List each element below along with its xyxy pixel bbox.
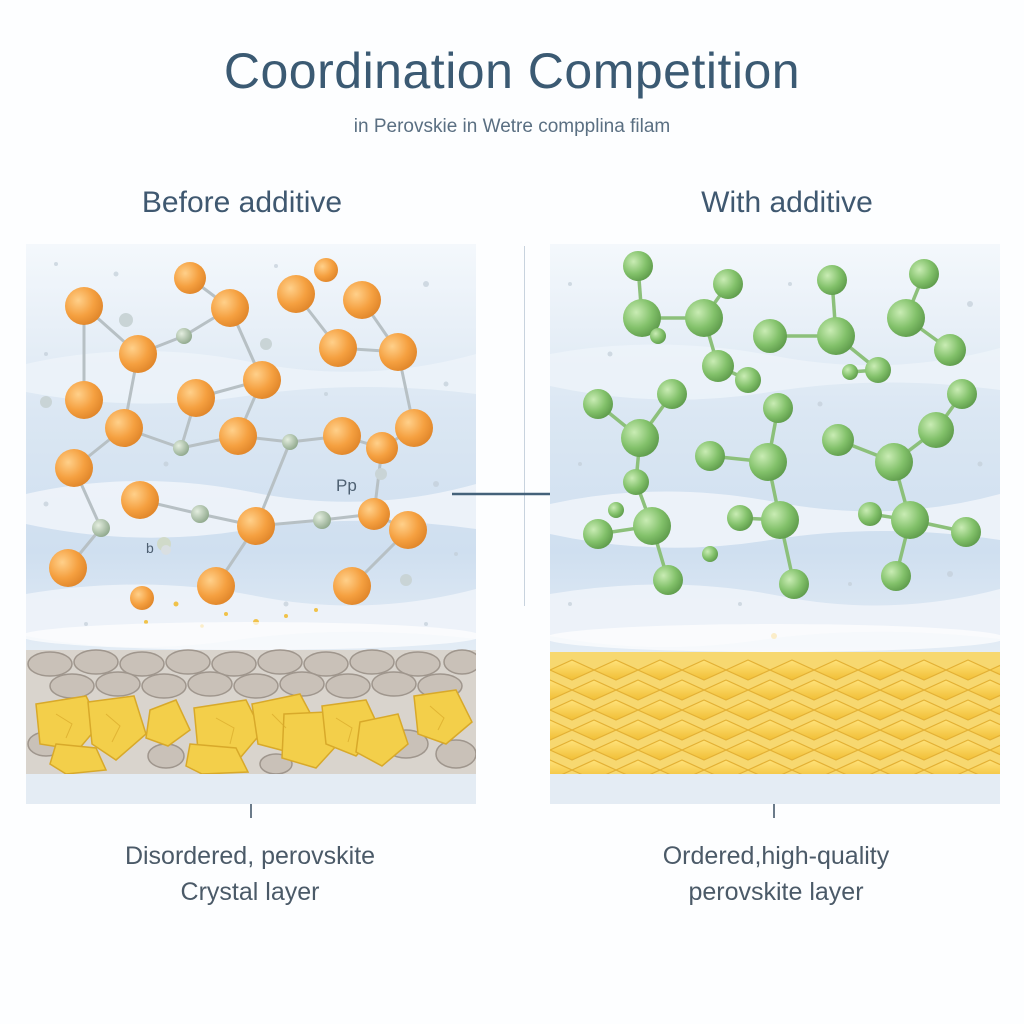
caption-line: Crystal layer (180, 878, 320, 906)
right-caption-pointer (773, 804, 775, 818)
ordered-crystal-layer (550, 652, 1000, 804)
crystal-tile (988, 664, 1000, 676)
caption-line: perovskite layer (688, 878, 864, 906)
crystal-tile (966, 679, 1000, 701)
left-caption-pointer (250, 804, 252, 818)
crystal-tile (966, 719, 1000, 741)
panel-divider (524, 246, 525, 606)
pb-atom-label: Pp (336, 476, 357, 495)
disordered-atoms (49, 258, 433, 610)
b-atom-label: b (146, 540, 154, 556)
diagram-subtitle: in Perovskie in Wetre compplina filam (353, 116, 671, 137)
ordered-atoms (583, 251, 981, 599)
mist-dots (568, 282, 983, 606)
crystal-tile (988, 744, 1000, 756)
before-additive-panel (26, 244, 476, 804)
linker-atoms (40, 313, 412, 586)
with-additive-panel (550, 244, 1000, 804)
before-additive-heading: Before additive (141, 186, 343, 219)
before-additive-caption: Disordered, perovskite Crystal layer (40, 838, 460, 910)
caption-line: Ordered,high-quality (662, 842, 890, 870)
with-additive-heading: With additive (701, 186, 873, 219)
disordered-crystal-layer (26, 649, 476, 804)
diagram-title: Coordination Competition (223, 43, 801, 99)
crystal-tile (988, 704, 1000, 716)
caption-line: Disordered, perovskite (124, 842, 376, 870)
mist-dots (43, 262, 458, 626)
with-additive-caption: Ordered,high-quality perovskite layer (566, 838, 986, 910)
